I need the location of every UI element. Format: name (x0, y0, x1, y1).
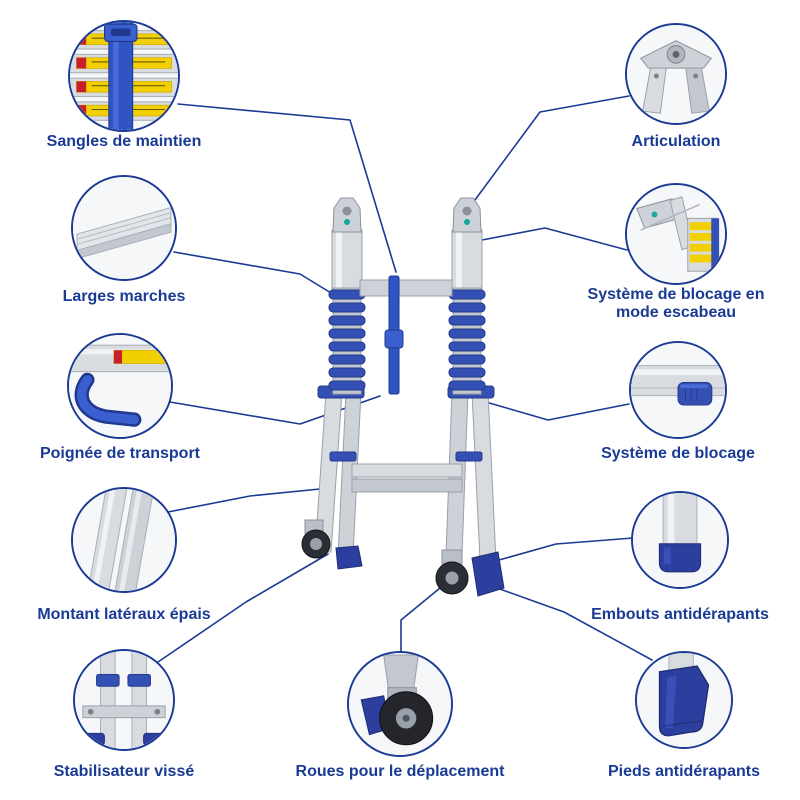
feature-bubble-sangles (68, 20, 180, 132)
connector-sangles (177, 103, 397, 273)
feature-bubble-articulation (625, 23, 727, 125)
ladder-strap (384, 275, 404, 395)
connector-montants (167, 487, 331, 513)
ladder-left-legs (314, 391, 362, 557)
foot-icon (637, 653, 731, 747)
stepladder-lock-icon (627, 185, 725, 283)
wide-step-icon (73, 177, 175, 279)
carry-handle-icon (69, 335, 171, 437)
feature-label-blocage: Système de blocage (601, 445, 755, 462)
feature-label-poignee: Poignée de transport (39, 445, 201, 462)
hinge-icon (627, 25, 725, 123)
feature-bubble-poignee (67, 333, 173, 439)
connector-lines (157, 95, 653, 663)
feature-bubble-stabilisateur (73, 649, 175, 751)
ladder-upper-left (328, 229, 366, 395)
ladder-left-wheel (301, 519, 331, 559)
ladder-right-wheel (435, 549, 469, 595)
ladder-left-foot (335, 545, 363, 570)
ladder-rung (351, 463, 463, 493)
side-rails-icon (73, 489, 175, 591)
connector-stabilisateur (157, 553, 329, 663)
feature-label-stabilisateur: Stabilisateur vissé (53, 763, 195, 780)
feature-label-montants: Montant latéraux épais (37, 606, 211, 623)
stabilizer-icon (75, 651, 173, 749)
feature-label-articulation: Articulation (631, 133, 721, 150)
connector-articulation (471, 95, 630, 205)
feature-label-pieds: Pieds antidérapants (607, 763, 761, 780)
feature-bubble-blocage (629, 341, 727, 439)
end-cap-icon (633, 493, 727, 587)
wheel-icon (349, 653, 451, 755)
feature-bubble-blocage-escabeau (625, 183, 727, 285)
connector-blocage (471, 397, 630, 421)
connector-embouts (491, 537, 634, 563)
feature-label-sangles: Sangles de maintien (46, 133, 202, 150)
feature-bubble-roues (347, 651, 453, 757)
connector-blocage-escabeau (481, 227, 628, 251)
connector-roues (400, 587, 441, 652)
feature-bubble-montants (71, 487, 177, 593)
ladder-hinge-right (452, 197, 482, 233)
feature-label-marches: Larges marches (62, 288, 186, 305)
feature-label-embouts: Embouts antidérapants (591, 606, 769, 623)
feature-bubble-marches (71, 175, 177, 281)
connector-pieds (496, 587, 653, 661)
feature-bubble-embouts (631, 491, 729, 589)
straps-icon (70, 22, 178, 130)
feature-bubble-pieds (635, 651, 733, 749)
ladder-top-crossbar (359, 279, 453, 297)
ladder-upper-right (448, 229, 486, 395)
feature-label-roues: Roues pour le déplacement (295, 763, 505, 780)
ladder-hinge-left (332, 197, 362, 233)
lock-tab-icon (631, 343, 725, 437)
ladder-right-foot (471, 551, 505, 597)
ladder-illustration (301, 197, 505, 597)
feature-label-blocage-escabeau: Système de blocage en mode escabeau (587, 286, 765, 322)
connector-marches (173, 251, 337, 297)
